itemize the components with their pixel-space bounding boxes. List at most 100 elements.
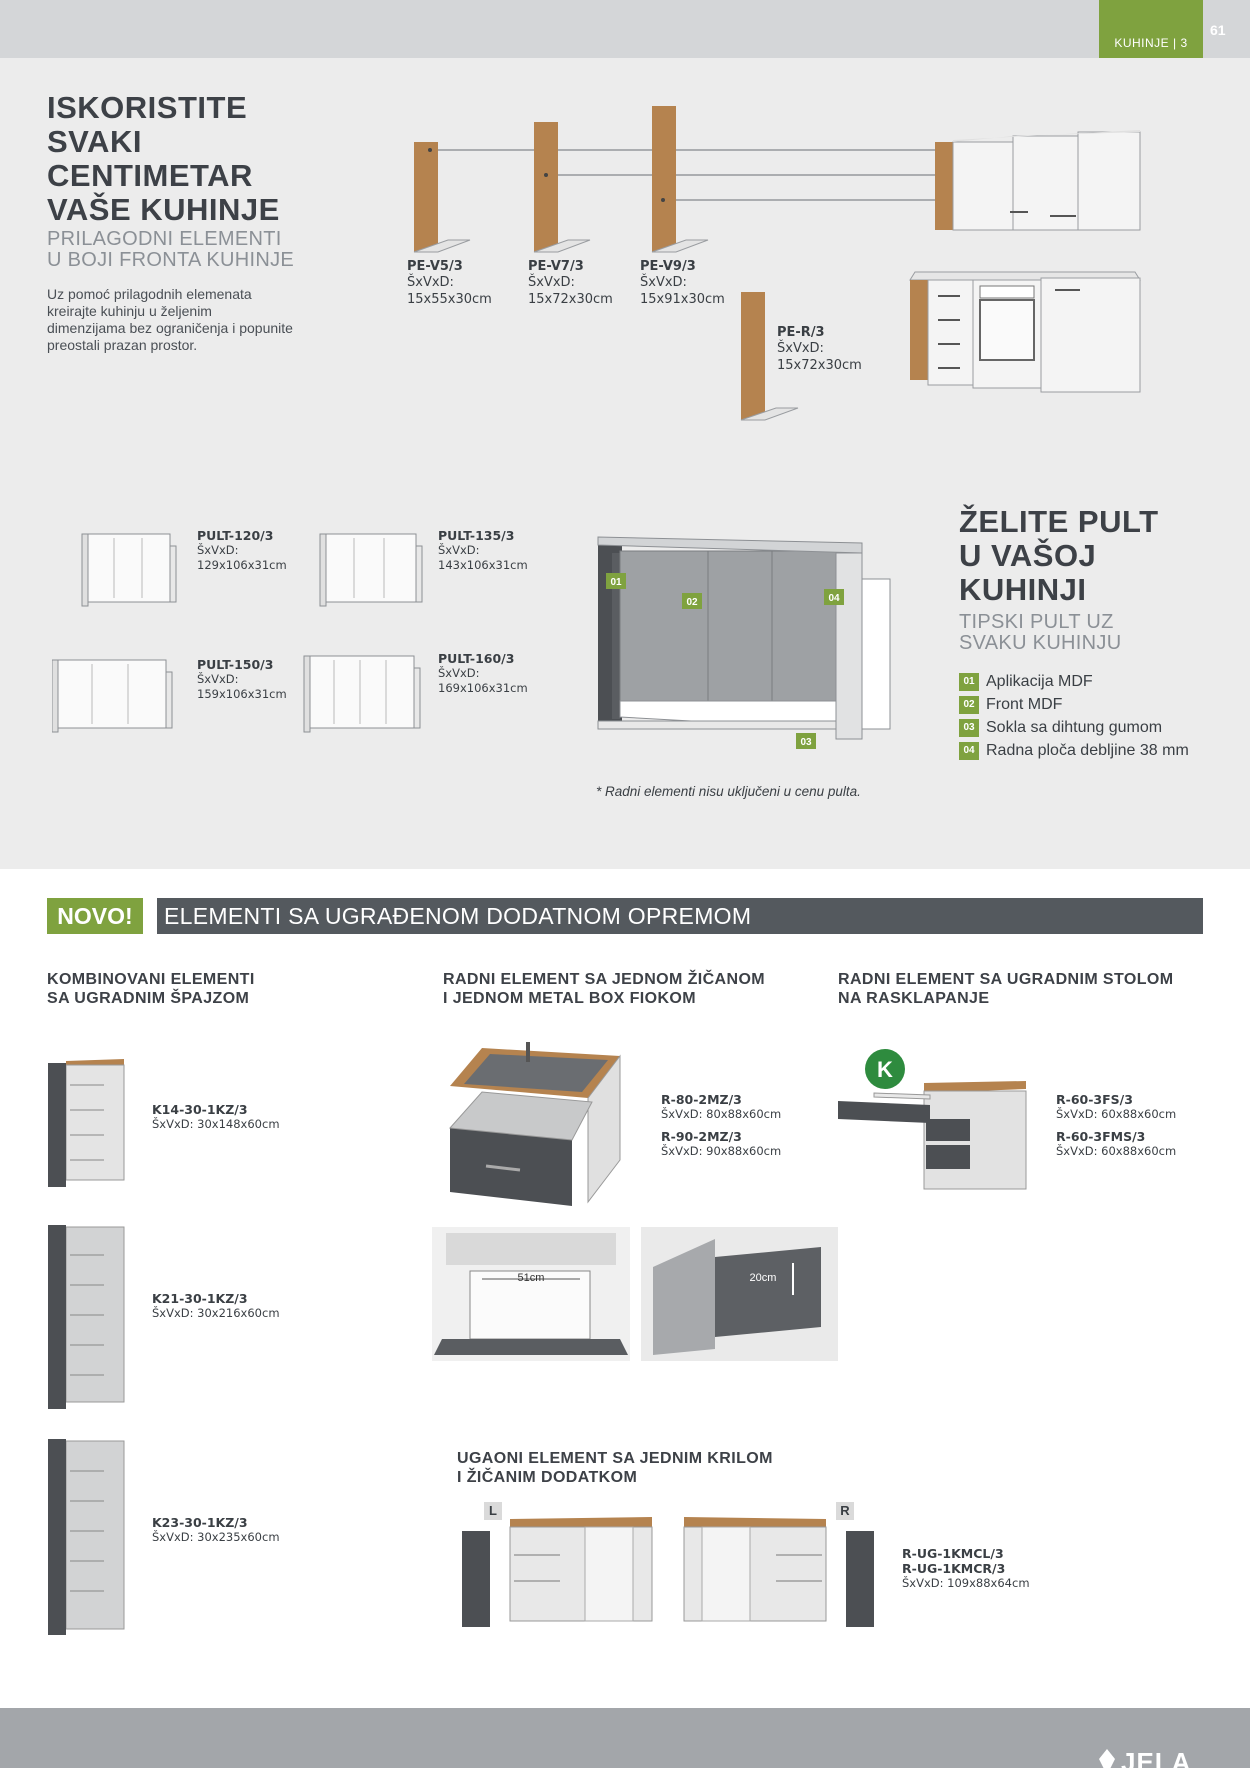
pult-thumbnails-left: [52, 533, 177, 733]
section-tab[interactable]: KUHINJE | 3: [1099, 0, 1203, 58]
intro-body-line: kreirajte kuhinju u željenim: [47, 303, 212, 319]
legend-label: Front MDF: [986, 695, 1063, 713]
intro-body: Uz pomoć prilagodnih elemenata kreirajte…: [47, 286, 293, 354]
panel-dim-label: ŠxVxD:: [407, 275, 454, 290]
corner-tag-right: R: [836, 1502, 854, 1520]
item-code: K23-30-1KZ/3: [152, 1515, 248, 1530]
callout-01: [606, 573, 626, 589]
detail-height-label: 20cm: [750, 1272, 777, 1284]
pult-code: PULT-160/3: [438, 651, 515, 666]
callout-04: [824, 589, 844, 605]
panel-code: PE-R/3: [777, 325, 825, 340]
pult-large-illustration: 01 02 04 03: [597, 536, 891, 749]
callout-03-text: 03: [800, 737, 812, 748]
jela-logo-icon: [1099, 1749, 1115, 1768]
pult-note: * Radni elementi nisu uključeni u cenu p…: [596, 784, 861, 799]
col2-title: RADNI ELEMENT SA JEDNOM ŽIČANOM I JEDNOM…: [443, 970, 765, 1008]
panels-illustration: [413, 106, 1141, 421]
pult-label-120: PULT-120/3 ŠxVxD: 129x106x31cm: [197, 528, 287, 573]
panel-code: PE-V9/3: [640, 259, 696, 274]
panel-label-pe-v5: PE-V5/3 ŠxVxD: 15x55x30cm: [407, 259, 492, 308]
legend-label: Radna ploča debljine 38 mm: [986, 741, 1189, 759]
col2-item-2: R-90-2MZ/3 ŠxVxD: 90x88x60cm: [661, 1129, 781, 1159]
legend-badge: 01: [959, 672, 979, 691]
col3-title-line: RADNI ELEMENT SA UGRADNIM STOLOM: [838, 971, 1174, 988]
item-code: K14-30-1KZ/3: [152, 1102, 248, 1117]
pantry-units-illustration: [48, 1059, 125, 1635]
intro-subtitle-line: U BOJI FRONTA KUHINJE: [47, 249, 295, 271]
pult-dim: 129x106x31cm: [197, 558, 287, 572]
col1-item-2: K21-30-1KZ/3 ŠxVxD: 30x216x60cm: [152, 1291, 280, 1321]
jela-logo-text: JELA: [1121, 1747, 1192, 1768]
legend-item: 01 Aplikacija MDF: [959, 670, 1189, 693]
section-tab-label: KUHINJE | 3: [1114, 36, 1188, 50]
svg-text:K: K: [877, 1057, 893, 1082]
intro-body-line: preostali prazan prostor.: [47, 337, 198, 353]
pult-code: PULT-135/3: [438, 528, 515, 543]
item-code: K21-30-1KZ/3: [152, 1291, 248, 1306]
legend-label: Aplikacija MDF: [986, 672, 1093, 690]
corner-codes: R-UG-1KMCL/3 R-UG-1KMCR/3 ŠxVxD: 109x88x…: [902, 1546, 1030, 1591]
item-code: R-90-2MZ/3: [661, 1129, 742, 1144]
footer-bar: [0, 1708, 1250, 1768]
detail-drawer-height: 20cm: [641, 1227, 838, 1361]
pult-subtitle-line: SVAKU KUHINJU: [959, 632, 1122, 654]
panel-dim-label: ŠxVxD:: [640, 275, 687, 290]
novo-banner: ELEMENTI SA UGRAĐENOM DODATNOM OPREMOM: [157, 898, 1203, 934]
panel-dim: 15x72x30cm: [777, 358, 862, 373]
panel-label-pe-v9: PE-V9/3 ŠxVxD: 15x91x30cm: [640, 259, 725, 308]
pult-subtitle-line: TIPSKI PULT UZ: [959, 611, 1114, 633]
col3-item-2: R-60-3FMS/3 ŠxVxD: 60x88x60cm: [1056, 1129, 1176, 1159]
legend-item: 04 Radna ploča debljine 38 mm: [959, 739, 1189, 762]
pult-title: ŽELITE PULT U VAŠOJ KUHINJI: [959, 505, 1159, 607]
intro-subtitle-line: PRILAGODNI ELEMENTI: [47, 228, 282, 250]
pult-120-image: [81, 533, 177, 607]
top-bar: [0, 0, 1250, 58]
pult-135-image: [319, 533, 423, 607]
col2-item-1: R-80-2MZ/3 ŠxVxD: 80x88x60cm: [661, 1092, 781, 1122]
pult-code: PULT-150/3: [197, 657, 274, 672]
corner-dim: ŠxVxD: 109x88x64cm: [902, 1576, 1030, 1590]
item-dim: ŠxVxD: 30x216x60cm: [152, 1306, 280, 1320]
col2-title-line: I JEDNOM METAL BOX FIOKOM: [443, 990, 696, 1007]
pult-150-image: [52, 659, 173, 733]
intro-title-line: ISKORISTITE: [47, 90, 248, 125]
pult-label-150: PULT-150/3 ŠxVxD: 159x106x31cm: [197, 657, 287, 702]
intro-title-line: SVAKI: [47, 124, 142, 159]
callout-03: [796, 733, 816, 749]
intro-title: ISKORISTITE SVAKI CENTIMETAR VAŠE KUHINJ…: [47, 91, 280, 227]
legend-badge: 04: [959, 741, 979, 760]
callout-01-text: 01: [610, 577, 622, 588]
corner-right-image: [683, 1517, 874, 1627]
panel-pe-r: [740, 292, 799, 421]
item-code: R-80-2MZ/3: [661, 1092, 742, 1107]
panel-pe-v7: [533, 122, 591, 253]
panel-label-pe-v7: PE-V7/3 ŠxVxD: 15x72x30cm: [528, 259, 613, 308]
col3-item-1: R-60-3FS/3 ŠxVxD: 60x88x60cm: [1056, 1092, 1176, 1122]
pult-title-line: ŽELITE PULT: [959, 504, 1159, 539]
col3-title-line: NA RASKLAPANJE: [838, 990, 990, 1007]
panel-dim: 15x72x30cm: [528, 292, 613, 307]
table-unit-illustration: [838, 1081, 1027, 1190]
pult-label-135: PULT-135/3 ŠxVxD: 143x106x31cm: [438, 528, 528, 573]
legend-badge: 03: [959, 718, 979, 737]
detail-width-label: 51cm: [518, 1272, 545, 1284]
corner-title-line: I ŽIČANIM DODATKOM: [457, 1469, 638, 1486]
pult-title-line: U VAŠOJ: [959, 538, 1097, 573]
pantry-k23-image: [48, 1439, 125, 1635]
pult-dim: 169x106x31cm: [438, 681, 528, 695]
detail-drawer-width: 51cm: [432, 1227, 630, 1361]
novo-badge: NOVO!: [47, 898, 143, 934]
callout-02: [682, 593, 702, 609]
callout-04-text: 04: [828, 593, 840, 604]
intro-title-line: VAŠE KUHINJE: [47, 192, 280, 227]
intro-body-line: Uz pomoć prilagodnih elemenata: [47, 286, 252, 302]
page-number: 61: [1210, 22, 1226, 38]
pult-dim: 143x106x31cm: [438, 558, 528, 572]
col1-title: KOMBINOVANI ELEMENTI SA UGRADNIM ŠPAJZOM: [47, 970, 255, 1008]
callout-02-text: 02: [686, 597, 698, 608]
pult-code: PULT-120/3: [197, 528, 274, 543]
panel-label-pe-r: PE-R/3 ŠxVxD: 15x72x30cm: [777, 325, 862, 374]
